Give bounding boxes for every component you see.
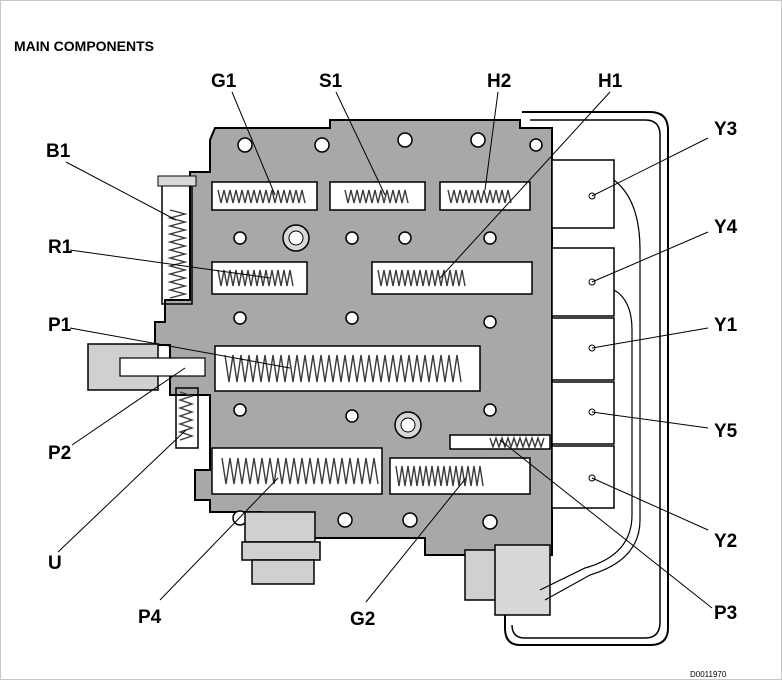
solenoid-y4 [551, 247, 615, 317]
solenoid-y2 [551, 445, 615, 509]
wire-bundle-2 [539, 289, 633, 591]
label-y2: Y2 [714, 531, 738, 552]
bore-s1 [329, 181, 426, 211]
leader-y4 [591, 231, 709, 283]
leader-p1 [69, 327, 291, 369]
label-y4: Y4 [714, 217, 738, 238]
label-p1: P1 [48, 315, 72, 336]
leader-y1 [591, 327, 709, 349]
document-id: D0011970 [690, 670, 727, 679]
mounting-holes [232, 132, 543, 530]
label-p2: P2 [48, 443, 72, 464]
spring-b1 [167, 209, 188, 299]
leader-r1 [69, 249, 271, 279]
u-accumulator [175, 387, 199, 449]
leader-b1 [65, 161, 177, 221]
label-p4: P4 [138, 607, 162, 628]
label-y5: Y5 [714, 421, 738, 442]
wire-bundle-1 [544, 179, 641, 601]
spring-s1 [344, 189, 409, 204]
leader-u [57, 429, 187, 553]
bore-p4 [211, 447, 383, 495]
harness-frame-inner [511, 119, 661, 639]
label-p3: P3 [714, 603, 738, 624]
leader-g1 [231, 91, 276, 196]
label-y3: Y3 [714, 119, 738, 140]
spring-p3 [489, 435, 545, 450]
spring-p1 [224, 354, 462, 383]
p4-fitting [244, 511, 316, 543]
leader-p3 [499, 439, 713, 609]
leader-y2 [591, 477, 709, 531]
leader-h2 [484, 91, 499, 191]
leader-s1 [335, 91, 386, 196]
diagram-title: MAIN COMPONENTS [14, 38, 154, 54]
solenoid-y5 [551, 381, 615, 445]
leader-y5 [591, 411, 709, 429]
label-h2: H2 [487, 71, 512, 92]
spring-g1 [217, 189, 306, 204]
leader-h1 [439, 91, 611, 279]
label-s1: S1 [319, 71, 343, 92]
spring-h1 [377, 269, 466, 287]
spring-u [177, 391, 195, 441]
bore-g2 [389, 457, 531, 495]
spring-g2 [395, 465, 484, 487]
label-r1: R1 [48, 237, 73, 258]
leader-p2 [71, 367, 186, 446]
label-g1: G1 [211, 71, 237, 92]
solenoid-y1 [551, 317, 615, 381]
label-y1: Y1 [714, 315, 738, 336]
label-h1: H1 [598, 71, 623, 92]
label-u: U [48, 553, 62, 574]
b1-housing [161, 181, 193, 305]
label-b1: B1 [46, 141, 71, 162]
solenoid-y3 [551, 159, 615, 229]
harness-frame [504, 111, 669, 646]
spring-h2 [447, 189, 512, 204]
leader-y3 [591, 137, 709, 197]
leader-g2 [365, 477, 467, 603]
leader-p4 [159, 477, 279, 601]
spring-p4 [221, 457, 379, 485]
label-g2: G2 [350, 609, 376, 630]
bore-r1 [211, 261, 308, 295]
